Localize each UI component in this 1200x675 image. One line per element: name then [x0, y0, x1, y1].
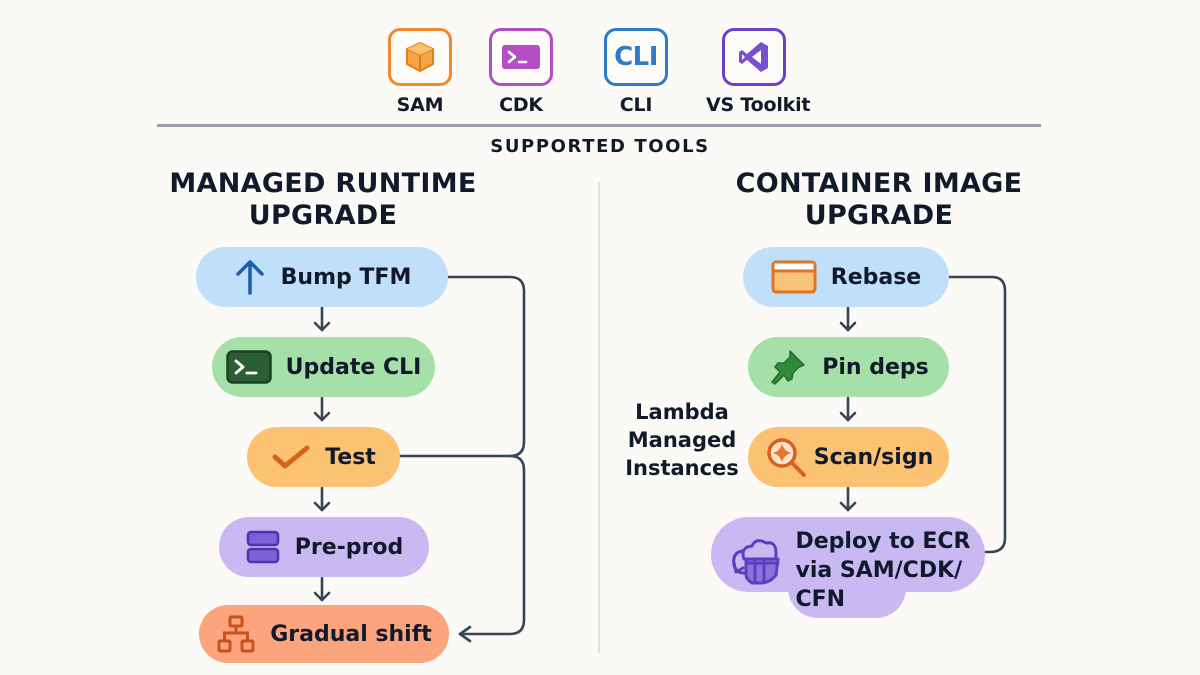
step-pin-deps[interactable]: Pin deps — [748, 337, 949, 397]
terminal-icon — [502, 45, 540, 69]
label-line: Deploy to ECR — [795, 529, 971, 554]
label-line: via SAM/CDK/ — [795, 558, 963, 583]
label-line: CFN — [795, 587, 846, 612]
arrow-update-to-test — [313, 396, 331, 422]
cli-icon: CLI — [614, 42, 658, 72]
arrow-pin-to-scan — [839, 396, 857, 422]
cloud-deploy-icon — [726, 535, 786, 587]
arrow-preprod-to-gradual — [313, 576, 331, 602]
arrow-to-gradual-shift — [458, 625, 472, 643]
rebuild-bracket — [946, 275, 1007, 554]
window-icon — [771, 260, 817, 294]
step-label: Deploy to ECR via SAM/CDK/ CFN — [796, 527, 971, 614]
step-scan-sign[interactable]: Scan/sign — [748, 427, 949, 487]
title-line: MANAGED RUNTIME — [169, 168, 477, 199]
step-pre-prod[interactable]: Pre-prod — [219, 517, 429, 577]
managed-runtime-title: MANAGED RUNTIME UPGRADE — [140, 168, 506, 232]
step-label: Test — [325, 444, 376, 470]
section-divider — [157, 124, 1041, 127]
step-label: Pre-prod — [294, 534, 404, 560]
tool-label: CDK — [499, 94, 543, 116]
server-stack-icon — [245, 529, 281, 565]
tool-label: VS Toolkit — [706, 94, 811, 116]
column-divider — [598, 183, 600, 653]
arrow-bump-to-update — [313, 305, 331, 332]
arrow-scan-to-deploy — [839, 486, 857, 512]
test-branch-line — [398, 454, 526, 636]
checkmark-icon — [271, 443, 311, 471]
tool-cdk[interactable]: CDK — [484, 28, 558, 116]
step-label: Gradual shift — [270, 621, 432, 647]
magnifier-scan-icon — [764, 435, 808, 479]
title-line: CONTAINER IMAGE — [735, 168, 1023, 199]
sam-icon-box — [388, 28, 452, 86]
vs-icon-box — [722, 28, 786, 86]
cli-icon-box: CLI — [604, 28, 668, 86]
arrow-test-to-preprod — [313, 486, 331, 512]
rollback-bracket — [446, 275, 526, 458]
step-deploy-ecr[interactable]: Deploy to ECR via SAM/CDK/ CFN — [711, 517, 985, 612]
step-gradual-shift[interactable]: Gradual shift — [199, 605, 449, 663]
tool-label: SAM — [396, 94, 444, 116]
arrow-rebase-to-pin — [839, 305, 857, 332]
step-label: Update CLI — [285, 354, 422, 380]
cube-icon — [406, 42, 434, 72]
tool-cli[interactable]: CLI CLI — [599, 28, 673, 116]
tool-label: CLI — [619, 94, 653, 116]
step-label: Scan/sign — [813, 444, 934, 470]
note-line: Managed — [627, 428, 737, 452]
step-label: Rebase — [830, 264, 922, 290]
supported-tools-heading: SUPPORTED TOOLS — [490, 136, 710, 157]
step-test[interactable]: Test — [247, 427, 400, 487]
step-label: Pin deps — [822, 354, 929, 380]
arrow-up-icon — [233, 258, 267, 296]
step-bump-tfm[interactable]: Bump TFM — [196, 247, 448, 307]
title-line: UPGRADE — [804, 200, 954, 231]
note-line: Lambda — [635, 400, 729, 424]
visual-studio-icon — [739, 42, 768, 72]
step-label: Bump TFM — [280, 264, 412, 290]
container-image-title: CONTAINER IMAGE UPGRADE — [696, 168, 1062, 232]
terminal-icon — [225, 350, 272, 384]
step-rebase[interactable]: Rebase — [743, 247, 949, 307]
tool-sam[interactable]: SAM — [383, 28, 457, 116]
step-update-cli[interactable]: Update CLI — [212, 337, 435, 397]
lambda-managed-instances-note: Lambda Managed Instances — [612, 398, 752, 482]
note-line: Instances — [625, 456, 739, 480]
tool-vs-toolkit[interactable]: VS Toolkit — [706, 28, 811, 116]
cdk-icon-box — [489, 28, 553, 86]
title-line: UPGRADE — [248, 200, 398, 231]
pushpin-icon — [768, 347, 808, 387]
hierarchy-icon — [216, 614, 256, 654]
